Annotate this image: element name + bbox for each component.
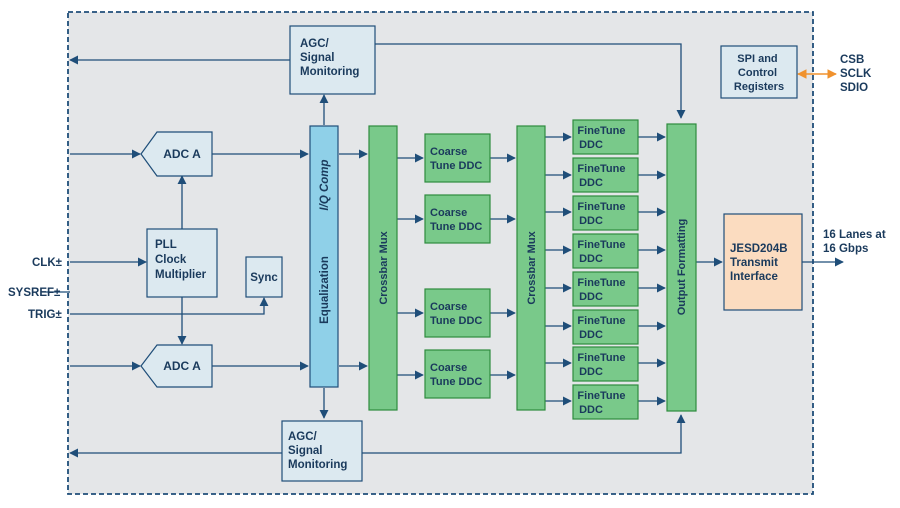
trig-label: TRIG± (28, 309, 62, 321)
crossbar-mux-2 (516, 125, 546, 411)
adc-top-block (140, 131, 213, 177)
agc-bottom-block (281, 420, 363, 482)
trig-to-sync-line (70, 297, 269, 315)
coarse-ddc-2 (424, 194, 491, 244)
crossbar-mux-1-label: Crossbar Mux (378, 230, 390, 304)
finetune-ddc-5-label: FineTune DDC (577, 277, 628, 303)
sync-label: Sync (250, 272, 278, 284)
adc-bottom-label: ADC A (163, 359, 201, 373)
agc-bottom-to-output-line (362, 414, 686, 454)
finetune-ddc-2 (572, 157, 639, 193)
lanes-label: 16 Lanes at 16 Gbps (823, 229, 889, 255)
jesd204b-block (723, 213, 803, 311)
agc-top-to-output-line (375, 43, 686, 119)
output-formatting-label: Output Formatting (676, 219, 688, 316)
agc-top-block (289, 25, 376, 95)
finetune-ddc-4 (572, 233, 639, 269)
finetune-ddc-7 (572, 346, 639, 382)
coarse-ddc-4-label: Coarse Tune DDC (430, 362, 482, 388)
coarse-ddc-4 (424, 349, 491, 399)
finetune-ddc-1-label: FineTune DDC (577, 125, 628, 151)
coarse-ddc-3 (424, 288, 491, 338)
finetune-ddc-8-label: FineTune DDC (577, 390, 628, 416)
pll-label: PLL Clock Multiplier (155, 239, 207, 281)
finetune-ddc-8 (572, 384, 639, 420)
agc-top-label: AGC/ Signal Monitoring (300, 38, 359, 78)
crossbar-mux-2-label: Crossbar Mux (526, 230, 538, 304)
spi-block (720, 45, 798, 99)
jesd204b-label: JESD204B Transmit Interface (730, 243, 791, 283)
clk-label: CLK± (32, 257, 63, 269)
equalization-label: Equalization (319, 256, 331, 324)
sync-block (245, 256, 283, 298)
agc-bottom-label: AGC/ Signal Monitoring (288, 431, 347, 471)
finetune-ddc-6 (572, 309, 639, 345)
output-formatting-block (666, 123, 697, 412)
equalization-block (309, 125, 339, 388)
finetune-ddc-3 (572, 195, 639, 231)
adc-top-label: ADC A (163, 147, 201, 161)
finetune-ddc-7-label: FineTune DDC (577, 352, 628, 378)
spi-label: SPI and Control Registers (734, 53, 784, 93)
finetune-ddc-2-label: FineTune DDC (577, 163, 628, 189)
finetune-ddc-5 (572, 271, 639, 307)
spi-pins-label: CSB SCLK SDIO (840, 54, 875, 94)
crossbar-mux-1 (368, 125, 398, 411)
coarse-ddc-1 (424, 133, 491, 183)
pll-block (146, 228, 218, 298)
coarse-ddc-2-label: Coarse Tune DDC (430, 207, 482, 233)
finetune-ddc-3-label: FineTune DDC (577, 201, 628, 227)
finetune-ddc-6-label: FineTune DDC (577, 315, 628, 341)
iq-comp-label: I/Q Comp (319, 159, 331, 210)
adc-bottom-block (140, 344, 213, 388)
coarse-ddc-1-label: Coarse Tune DDC (430, 146, 482, 172)
finetune-ddc-1 (572, 119, 639, 155)
coarse-ddc-3-label: Coarse Tune DDC (430, 301, 482, 327)
sysref-label: SYSREF± (8, 287, 61, 299)
finetune-ddc-4-label: FineTune DDC (577, 239, 628, 265)
